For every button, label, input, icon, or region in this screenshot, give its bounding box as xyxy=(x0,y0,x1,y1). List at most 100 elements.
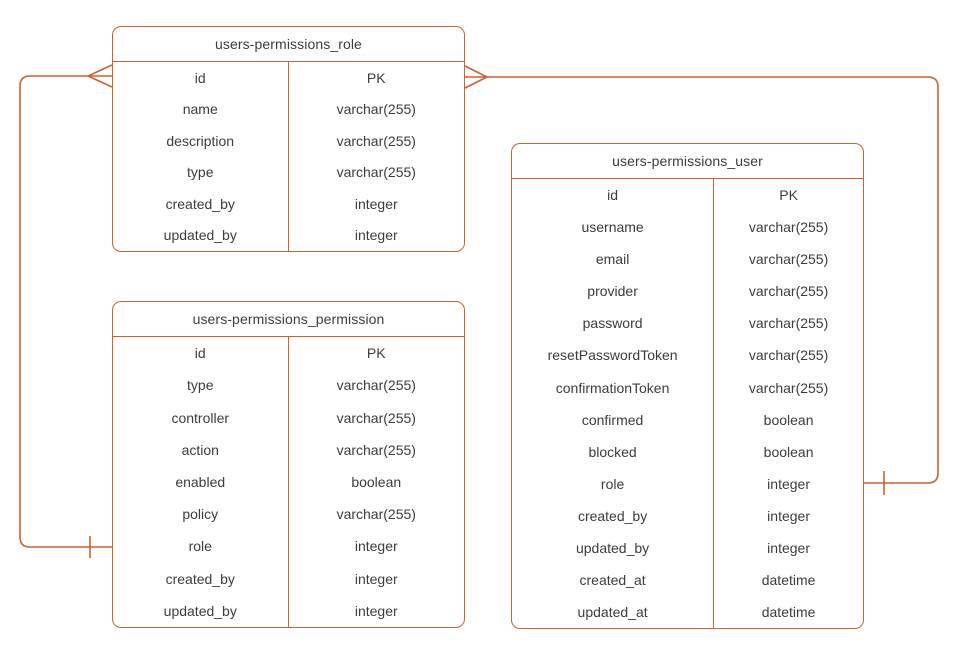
field-name: role xyxy=(512,467,715,500)
field-name: confirmationToken xyxy=(512,371,715,404)
field-type: varchar(255) xyxy=(336,377,416,394)
entity-table-users-permissions-user: users-permissions_user id PK username varch… xyxy=(511,143,864,629)
field-name: role xyxy=(113,530,289,563)
field-name: name xyxy=(113,93,289,125)
field-name: provider xyxy=(512,275,715,308)
field-name: blocked xyxy=(512,435,715,468)
table-row: email varchar(255) xyxy=(512,243,863,276)
table-rows: id PK type varchar(255) controller varchar(25… xyxy=(113,337,464,627)
field-type: PK xyxy=(779,187,798,204)
table-row: updated_at datetime xyxy=(512,596,863,629)
table-title: users-permissions_role xyxy=(113,27,464,62)
field-type: integer xyxy=(354,538,398,555)
field-type: varchar(255) xyxy=(748,379,829,396)
table-row: confirmed boolean xyxy=(512,403,863,436)
table-row: created_at datetime xyxy=(512,563,863,597)
table-row: created_by integer xyxy=(512,499,863,532)
field-name: updated_by xyxy=(512,531,715,564)
field-type: integer xyxy=(767,475,810,492)
table-row: id PK xyxy=(113,62,464,94)
crows-foot-many-icon xyxy=(87,64,113,88)
table-row: role integer xyxy=(113,530,464,563)
field-name: email xyxy=(512,243,715,276)
relationship-line xyxy=(19,75,112,548)
field-type: varchar(255) xyxy=(748,219,829,236)
field-type: integer xyxy=(354,227,398,244)
field-name: description xyxy=(113,125,289,157)
field-name: updated_by xyxy=(113,594,289,627)
table-row: resetPasswordToken varchar(255) xyxy=(512,339,863,372)
table-row: id PK xyxy=(512,179,863,212)
field-name: enabled xyxy=(113,465,289,499)
table-row: updated_by integer xyxy=(512,531,863,564)
field-type: varchar(255) xyxy=(748,283,829,300)
field-type: integer xyxy=(354,602,398,619)
field-type: boolean xyxy=(763,443,814,460)
field-type: PK xyxy=(366,69,386,86)
field-type: integer xyxy=(767,507,810,524)
relationship-permission-role xyxy=(19,64,113,558)
table-row: role integer xyxy=(512,467,863,500)
field-name: action xyxy=(113,433,289,466)
table-rows: id PK name varchar(255) description varchar(2… xyxy=(113,62,464,251)
field-type: varchar(255) xyxy=(336,132,416,149)
table-row: controller varchar(255) xyxy=(113,401,464,434)
field-type: varchar(255) xyxy=(336,409,416,426)
table-row: updated_by integer xyxy=(113,594,464,627)
field-name: created_by xyxy=(512,499,715,532)
field-type: datetime xyxy=(761,604,816,621)
field-type: varchar(255) xyxy=(748,315,829,332)
table-title: users-permissions_permission xyxy=(113,302,464,337)
field-name: created_by xyxy=(113,188,289,220)
table-row: confirmationToken varchar(255) xyxy=(512,371,863,404)
table-row: password varchar(255) xyxy=(512,307,863,340)
field-name: controller xyxy=(113,401,289,434)
crows-foot-many-icon xyxy=(464,65,488,89)
field-type: integer xyxy=(767,539,810,556)
field-name: id xyxy=(512,179,715,212)
entity-table-users-permissions-role: users-permissions_role id PK name varchar(2… xyxy=(112,26,465,252)
table-row: type varchar(255) xyxy=(113,156,464,188)
entity-table-users-permissions-permission: users-permissions_permission id PK type var… xyxy=(112,301,465,628)
table-row: policy varchar(255) xyxy=(113,498,464,531)
table-row: provider varchar(255) xyxy=(512,275,863,308)
table-row: name varchar(255) xyxy=(113,93,464,125)
field-name: resetPasswordToken xyxy=(512,339,715,372)
field-type: integer xyxy=(354,570,398,587)
table-row: description varchar(255) xyxy=(113,125,464,157)
field-name: id xyxy=(113,62,289,94)
field-type: varchar(255) xyxy=(748,347,829,364)
table-row: enabled boolean xyxy=(113,465,464,499)
field-name: created_by xyxy=(113,562,289,595)
field-type: boolean xyxy=(351,473,402,490)
table-title: users-permissions_user xyxy=(512,144,863,179)
field-name: password xyxy=(512,307,715,340)
field-type: boolean xyxy=(763,411,814,428)
field-name: id xyxy=(113,337,289,370)
field-name: type xyxy=(113,369,289,402)
field-name: type xyxy=(113,156,289,188)
field-name: policy xyxy=(113,498,289,531)
table-row: id PK xyxy=(113,337,464,370)
field-type: varchar(255) xyxy=(336,164,416,181)
field-name: updated_at xyxy=(512,596,715,629)
table-row: action varchar(255) xyxy=(113,433,464,466)
table-row: updated_by integer xyxy=(113,219,464,251)
table-row: username varchar(255) xyxy=(512,211,863,244)
field-type: varchar(255) xyxy=(336,101,416,118)
field-name: updated_by xyxy=(113,219,289,251)
field-type: datetime xyxy=(761,571,816,588)
field-name: username xyxy=(512,211,715,244)
table-rows: id PK username varchar(255) email varchar(255… xyxy=(512,179,863,629)
table-row: blocked boolean xyxy=(512,435,863,468)
field-type: PK xyxy=(366,345,386,362)
field-type: varchar(255) xyxy=(336,506,416,523)
field-type: integer xyxy=(354,195,398,212)
field-name: created_at xyxy=(512,563,715,597)
table-row: type varchar(255) xyxy=(113,369,464,402)
field-name: confirmed xyxy=(512,403,715,436)
field-type: varchar(255) xyxy=(336,441,416,458)
field-type: varchar(255) xyxy=(748,251,829,268)
table-row: created_by integer xyxy=(113,188,464,220)
